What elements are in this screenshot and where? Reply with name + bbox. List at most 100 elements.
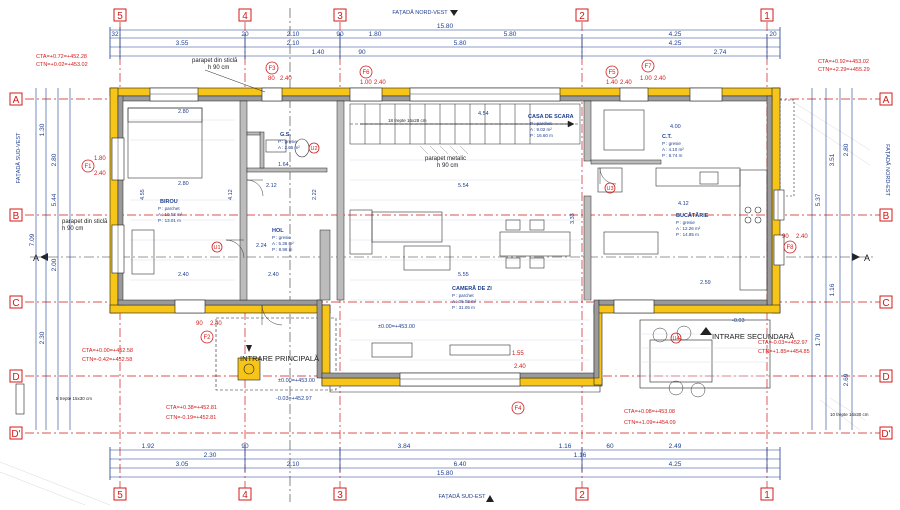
svg-text:F7: F7	[644, 64, 652, 70]
note-parapet-3: parapet metalic	[425, 156, 466, 162]
svg-text:U3: U3	[606, 186, 613, 192]
svg-text:1.00: 1.00	[640, 76, 652, 82]
level-ml-1: CTA=+0.00=+452.58	[82, 348, 133, 354]
dim-left-6: 2.30	[39, 331, 46, 344]
svg-text:5: 5	[117, 490, 123, 501]
dim-top-sub-2: 20	[241, 31, 249, 38]
svg-text:5: 5	[117, 11, 123, 22]
facade-north-west: FAȚADĂ NORD-VEST	[392, 9, 448, 16]
svg-text:A: A	[883, 95, 890, 106]
dim-top-sub-7: 4.25	[669, 31, 682, 38]
axis-col-5-top: 5	[113, 8, 127, 22]
rd-scara: 4.54	[478, 111, 489, 117]
rd-center-w: 5.54	[458, 183, 469, 189]
svg-text:F4: F4	[514, 406, 522, 412]
facade-south-west: FAȚADĂ SUD-VEST	[15, 132, 22, 183]
parapet-hatch	[419, 145, 469, 155]
section-arrow-left-icon	[40, 253, 48, 261]
interior-walls	[239, 100, 662, 301]
rd-hol-h: 2.24	[256, 243, 267, 249]
facade-north-east: FAȚADĂ NORD-EST	[884, 144, 891, 196]
facade-south-east: FAȚADĂ SUD-EST	[438, 493, 486, 500]
room-camera-zi-line1: P : parchet	[452, 293, 474, 298]
fireplace	[597, 167, 623, 193]
room-ct-line3: P : 8.74 m	[662, 153, 683, 158]
door-callouts: U1 U2 U3 U4	[211, 142, 682, 344]
secondary-entrance-arrow-icon	[700, 327, 712, 335]
room-camera-zi-line2: A : 36.03 m²	[452, 299, 477, 304]
sink	[265, 139, 287, 153]
entrance-arrow-icon	[246, 345, 252, 352]
dim-bottom-5: 1.16	[559, 443, 572, 450]
axis-col-3-bottom: 3	[333, 487, 347, 501]
dimension-ticks	[109, 27, 781, 480]
room-ct-name: C.T.	[662, 134, 672, 140]
axis-col-5-bottom: 5	[113, 487, 127, 501]
svg-text:3: 3	[337, 490, 343, 501]
svg-text:U4: U4	[672, 336, 679, 342]
window-callout-F4: F41.552.40	[511, 351, 526, 415]
dim-top-sub-4: 90	[336, 31, 344, 38]
room-bucatarie-line2: A : 12.26 m²	[676, 226, 701, 231]
axis-row-A-left: A	[9, 92, 23, 106]
room-scara-line1: P : parchet	[530, 121, 552, 126]
window-glass-lines	[117, 93, 779, 380]
dim-bottom-sub-5: 1.16	[574, 452, 587, 459]
north-arrow-icon	[450, 10, 458, 16]
sofa-left	[349, 209, 373, 255]
section-mark-right: A	[864, 253, 870, 263]
svg-text:2.40: 2.40	[796, 234, 808, 240]
south-arrow-icon	[486, 495, 494, 502]
dim-top-5: 5.80	[454, 40, 467, 47]
kitchen-counter	[739, 169, 768, 291]
room-bucatarie-line1: P : gresie	[676, 220, 695, 225]
dim-top-7: 2.74	[714, 49, 727, 56]
room-birou-line3: P : 13.01 m	[158, 218, 181, 223]
level-br-2: CTN=+1.85=+454.85	[758, 349, 810, 355]
level-br-1: CTA=-0.03=+452.97	[758, 340, 808, 346]
rd-v4: 3.33	[570, 213, 576, 224]
svg-text:2.40: 2.40	[374, 80, 386, 86]
svg-text:2.40: 2.40	[210, 321, 222, 327]
note-stairs: 18 trepte 16x28 cm	[388, 118, 427, 123]
dimension-texts: 15.80 3.55 2.10 1.40 90 5.80 4.25 2.74 3…	[29, 23, 850, 477]
room-hol-line3: P : 8.98 m	[272, 247, 293, 252]
room-scara-line3: P : 16.60 m	[530, 133, 553, 138]
door-callout-U4: U4	[670, 332, 682, 344]
room-ct-line2: A : 4.10 m²	[662, 147, 684, 152]
chair-3	[505, 257, 521, 269]
svg-text:1.55: 1.55	[512, 351, 524, 357]
level-bc-2: CTN=+1.09=+454.09	[624, 420, 676, 426]
dim-bottom-2: 2.10	[287, 461, 300, 468]
bed-headboard	[127, 107, 203, 123]
level-interior: ±0.00=+453.00	[378, 324, 415, 330]
dim-right-3: 5.37	[815, 193, 822, 206]
svg-text:F5: F5	[608, 70, 616, 76]
svg-text:D': D'	[11, 429, 20, 440]
svg-text:1.40: 1.40	[606, 80, 618, 86]
tv-unit	[371, 342, 413, 358]
svg-text:A: A	[13, 95, 20, 106]
note-parapet-2: parapet din sticlă	[62, 219, 108, 225]
svg-text:D: D	[882, 372, 889, 383]
axis-row-C-right: C	[879, 295, 893, 309]
room-hol-line1: P : gresie	[272, 235, 291, 240]
rd-birou-h: 2.80	[178, 181, 189, 187]
svg-text:2.40: 2.40	[280, 76, 292, 82]
svg-text:F6: F6	[362, 70, 370, 76]
room-birou-name: BIROU	[160, 199, 178, 205]
room-scara-line2: A : 9.02 m²	[530, 127, 552, 132]
dim-top-6: 4.25	[669, 40, 682, 47]
axis-col-2-top: 2	[575, 8, 589, 22]
level-annotations: CTA=+0.72=+452.28 CTN=+0.02=+453.02 CTA=…	[36, 54, 870, 426]
rd-v3: 2.22	[312, 189, 318, 200]
axis-col-1-top: 1	[760, 8, 774, 22]
svg-text:4: 4	[242, 11, 248, 22]
room-ct-line1: P : gresie	[662, 141, 681, 146]
svg-text:1.80: 1.80	[94, 156, 106, 162]
section-markers: A A	[33, 253, 870, 263]
dim-top-4: 90	[358, 49, 366, 56]
